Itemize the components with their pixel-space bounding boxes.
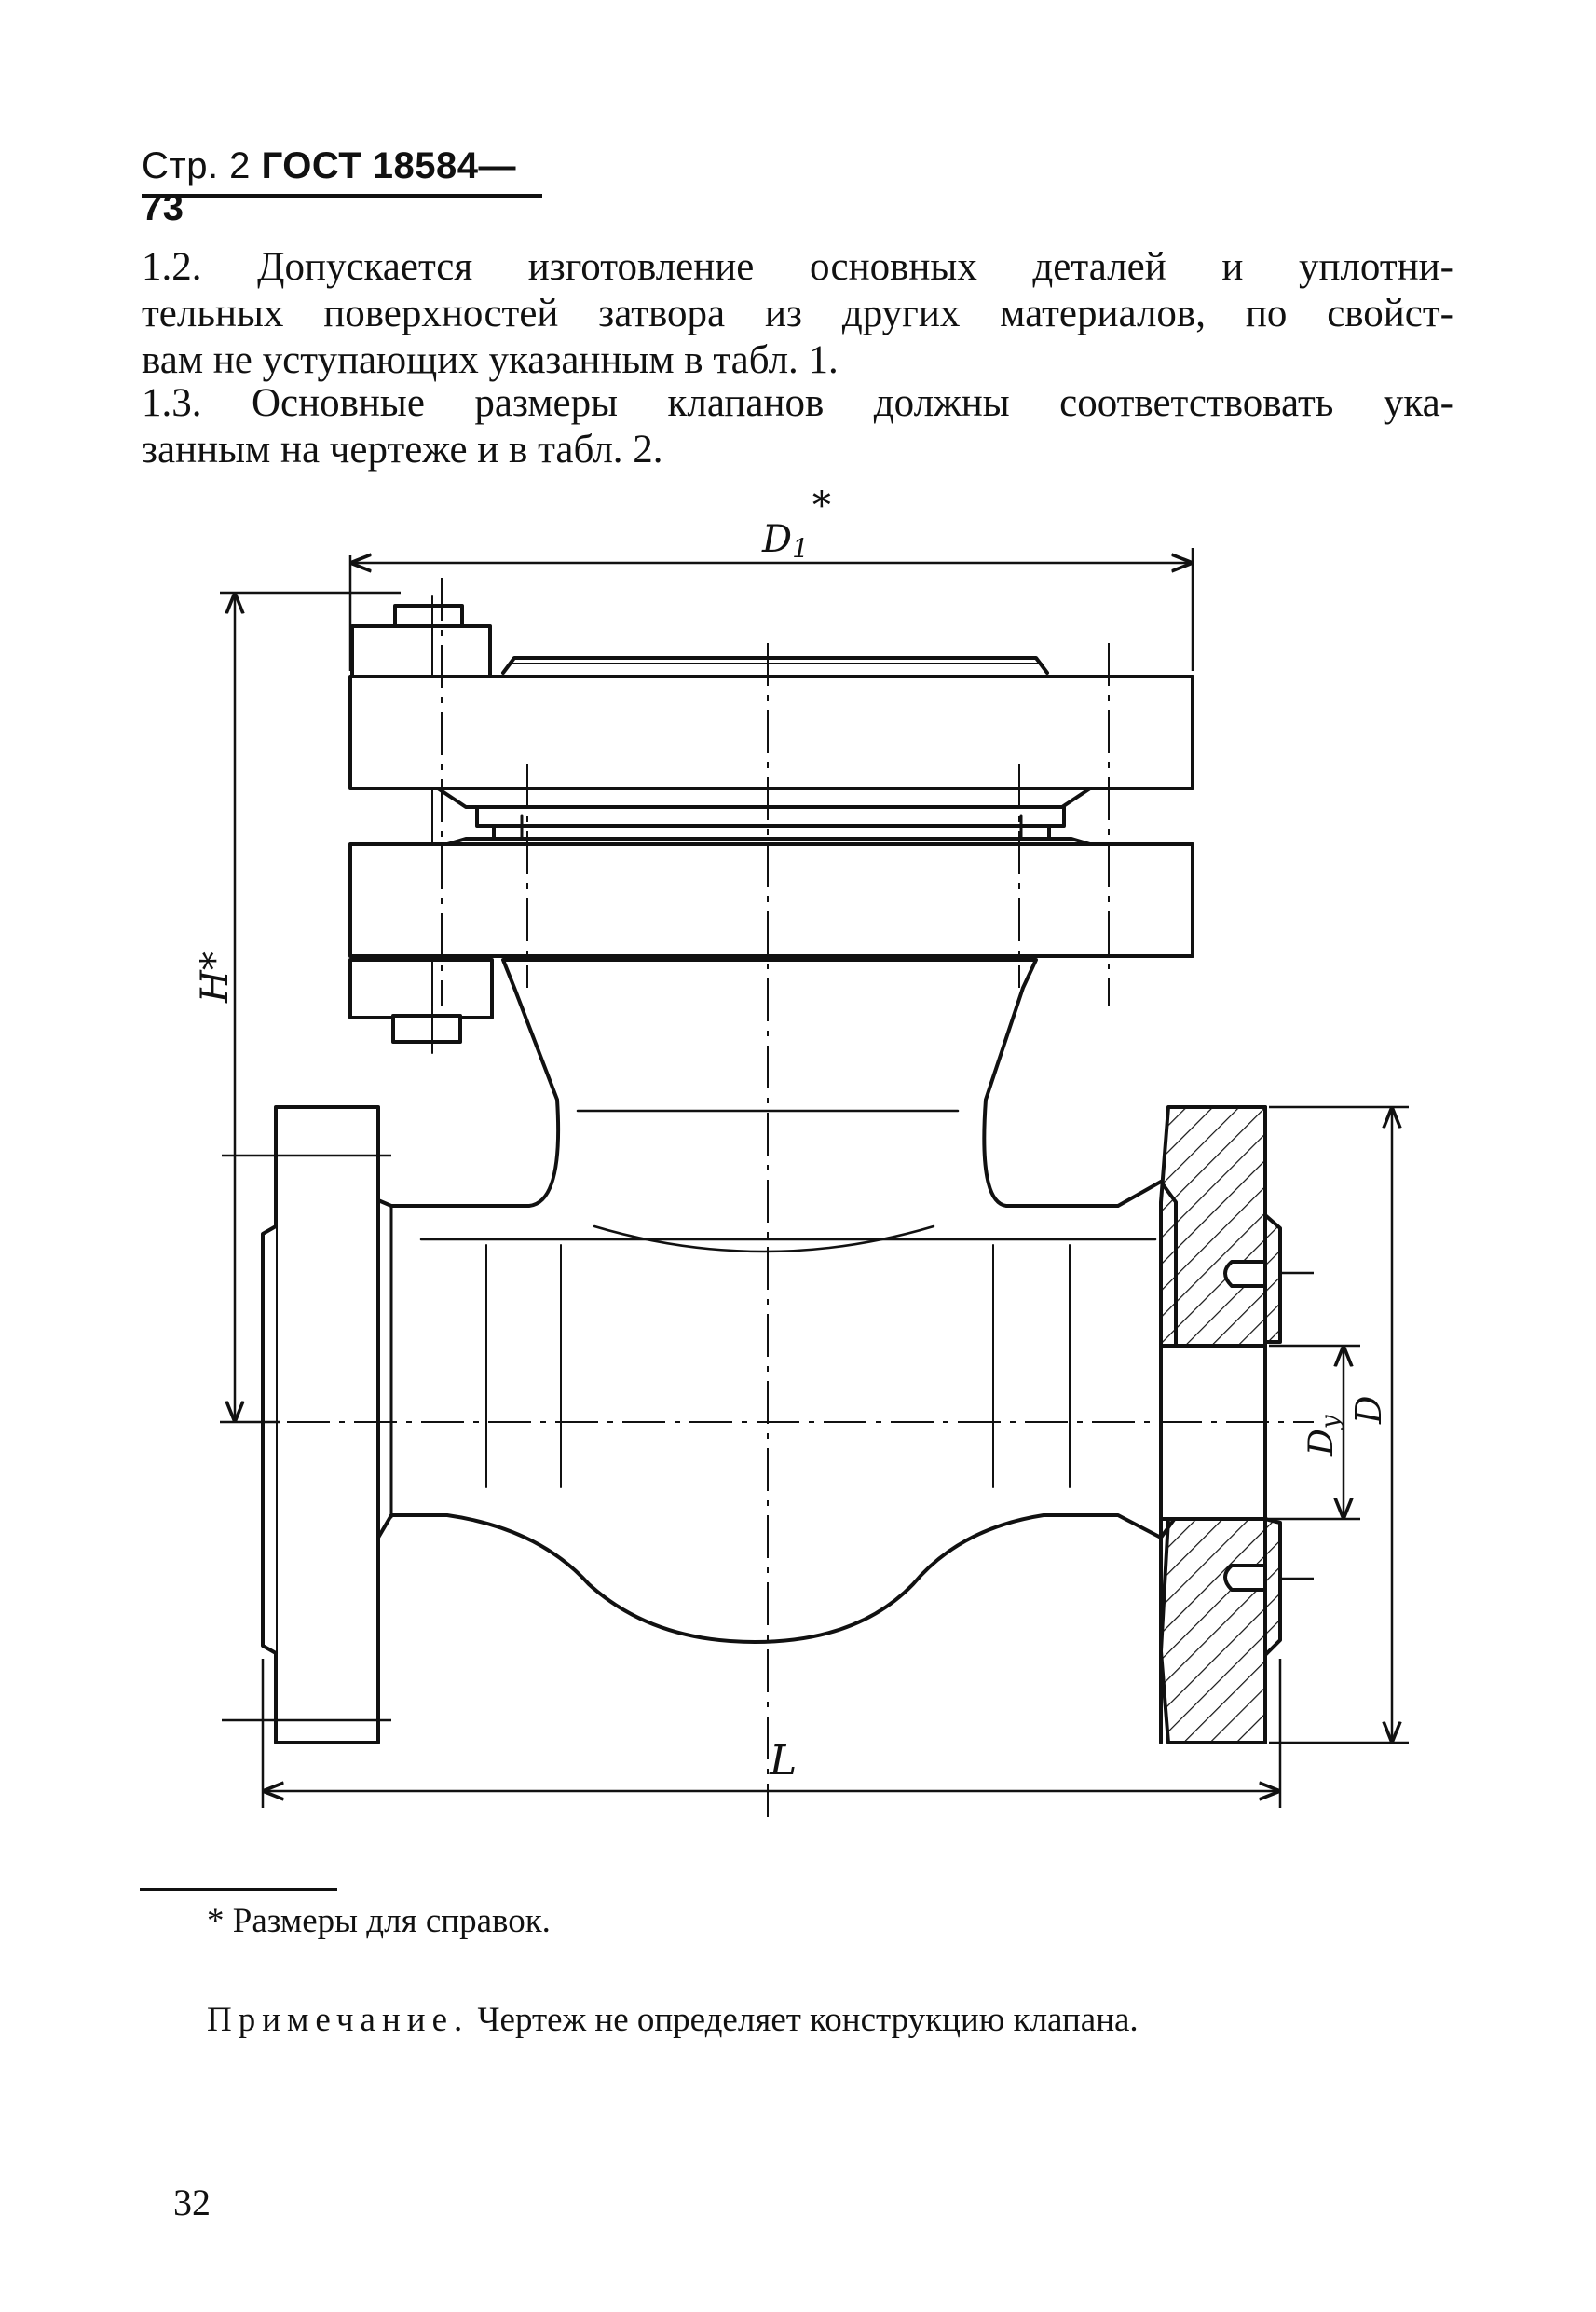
dimension-labels: D1* H* L D Dy (194, 485, 1389, 1785)
right-end-flange-section (1159, 1105, 1282, 1744)
footnote: * Размеры для справок. (207, 1902, 551, 1940)
page-number: 32 (173, 2182, 211, 2223)
footnote-rule (140, 1888, 337, 1891)
header-standard: ГОСТ 18584—73 (142, 145, 516, 228)
page-header: Стр. 2 ГОСТ 18584—73 (142, 145, 542, 229)
lower-flange (348, 842, 1194, 958)
paragraph-line: 1.3. Основные размеры клапанов должны со… (142, 381, 1453, 425)
label-d: D (1348, 1396, 1389, 1425)
dimension-h (220, 591, 401, 1424)
paragraph-1-3: 1.3. Основные размеры клапанов должны со… (142, 380, 1453, 473)
dimension-d1 (348, 548, 1194, 671)
bolt-circle-ticks (222, 1154, 1314, 1722)
left-end-flange (261, 1105, 380, 1744)
paragraph-1-2: 1.2. Допускается изготовление основных д… (142, 244, 1453, 384)
note: Примечание. Чертеж не определяет констру… (207, 2000, 1139, 2040)
top-bolt (348, 595, 494, 1054)
paragraph-line: 1.2. Допускается изготовление основных д… (142, 245, 1453, 289)
bonnet (501, 656, 1049, 675)
note-label: Примечание. (207, 2001, 470, 2039)
header-rule (142, 194, 542, 198)
gasket-joint (436, 787, 1092, 846)
center-lines (220, 578, 1314, 1817)
dimension-l (261, 1659, 1282, 1808)
header-page-ref: Стр. 2 (142, 145, 251, 186)
dimension-dy (1269, 1344, 1360, 1521)
note-text: Чертеж не определяет конструкцию клапана… (477, 2001, 1139, 2039)
valve-body (376, 958, 1178, 1644)
paragraph-line: тельных поверхностей затвора из других м… (142, 292, 1453, 335)
label-d1: D1* (761, 485, 831, 564)
dimension-lines (220, 548, 1409, 1808)
paragraph-line: занным на чертеже и в табл. 2. (142, 428, 663, 472)
label-l: L (769, 1737, 797, 1785)
upper-flange (348, 675, 1194, 790)
paragraph-line: вам не уступающих указанным в табл. 1. (142, 338, 839, 382)
label-h: H* (194, 951, 237, 1004)
dimension-d (1269, 1105, 1409, 1744)
label-dy: Dy (1303, 1415, 1344, 1457)
